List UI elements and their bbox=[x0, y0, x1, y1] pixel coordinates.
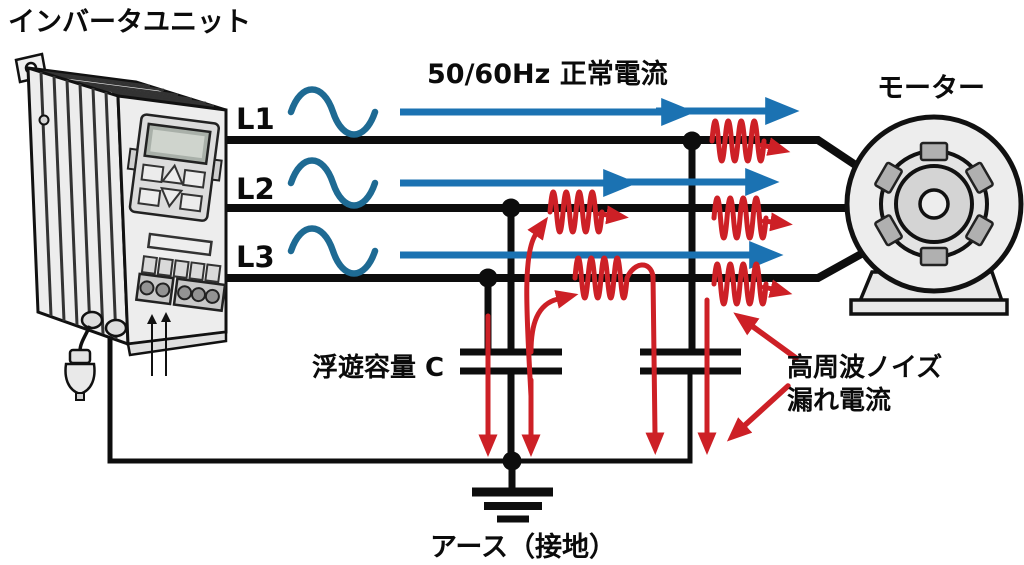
inverter-illustration bbox=[14, 52, 228, 401]
motor-illustration bbox=[844, 114, 1024, 316]
power-plug bbox=[64, 325, 96, 401]
earth-ground-label: アース（接地） bbox=[430, 532, 616, 563]
down-arrow-button bbox=[160, 186, 184, 209]
inverter-display-panel bbox=[126, 113, 223, 222]
sine-wave-l1 bbox=[287, 86, 379, 138]
motor-slots bbox=[874, 141, 994, 267]
inverter-side-screw bbox=[38, 114, 50, 126]
noise-coil-l3-mid bbox=[572, 255, 665, 455]
wire-l3 bbox=[226, 244, 874, 282]
inverter-vent-slot bbox=[146, 232, 213, 257]
sine-wave-l2 bbox=[287, 157, 379, 209]
noise-arrow-l1-motor bbox=[759, 137, 791, 156]
motor-shaft bbox=[918, 188, 950, 220]
cable-gland-2 bbox=[104, 318, 128, 338]
leakage-entry-arrow-l2 bbox=[524, 216, 549, 399]
normal-current-layer bbox=[287, 86, 800, 277]
noise-coil-l1-motor bbox=[709, 118, 767, 164]
inverter-side-vents bbox=[39, 71, 118, 340]
inverter-keypad-buttons bbox=[137, 163, 207, 213]
normal-current-label: 50/60Hz 正常電流 bbox=[427, 59, 668, 90]
phase-label-l3: L3 bbox=[236, 240, 275, 274]
phase-label-l2: L2 bbox=[236, 172, 275, 206]
earth-symbol bbox=[472, 461, 553, 523]
junction-dot-l1 bbox=[682, 131, 702, 151]
stray-capacitor-2 bbox=[640, 348, 741, 375]
diagram-labels: インバータユニット 50/60Hz 正常電流 モーター L1 L2 L3 浮遊容… bbox=[8, 7, 985, 563]
ground-bus bbox=[107, 334, 693, 464]
noise-label-line2: 漏れ電流 bbox=[787, 386, 891, 416]
noise-arrow-l3-motor bbox=[761, 279, 793, 298]
junction-dot-l2 bbox=[501, 198, 521, 218]
noise-label-line1: 高周波ノイズ bbox=[787, 352, 942, 383]
noise-current-layer bbox=[478, 118, 799, 457]
noise-arrow-l2-mid bbox=[597, 205, 629, 225]
terminal-screws bbox=[139, 280, 220, 304]
inverter-unit-label: インバータユニット bbox=[8, 7, 251, 38]
noise-label-pointer-down bbox=[726, 383, 791, 442]
noise-label-pointer-up bbox=[733, 312, 799, 361]
leakage-entry-arrow-l3 bbox=[528, 290, 579, 355]
cable-gland-1 bbox=[80, 310, 104, 330]
noise-coil-l2-motor bbox=[711, 195, 769, 241]
noise-coil-l2-mid bbox=[547, 189, 605, 235]
stray-capacitance-label: 浮遊容量 C bbox=[312, 352, 444, 383]
phase-label-l1: L1 bbox=[236, 102, 275, 136]
wire-l1 bbox=[226, 136, 875, 180]
up-arrow-button bbox=[160, 163, 184, 185]
noise-arrow-l2-motor bbox=[761, 212, 793, 232]
inverter-terminal-strip bbox=[134, 255, 227, 313]
sine-wave-l3 bbox=[287, 225, 379, 277]
noise-coil-l3-motor bbox=[711, 261, 769, 307]
stray-capacitor-1 bbox=[460, 348, 562, 375]
motor-label: モーター bbox=[877, 73, 985, 104]
terminal-pointer-wires bbox=[147, 312, 171, 376]
inverter-heatsink-fins bbox=[41, 70, 215, 108]
motor-base bbox=[849, 298, 1009, 316]
junction-dot-l3 bbox=[478, 268, 498, 288]
